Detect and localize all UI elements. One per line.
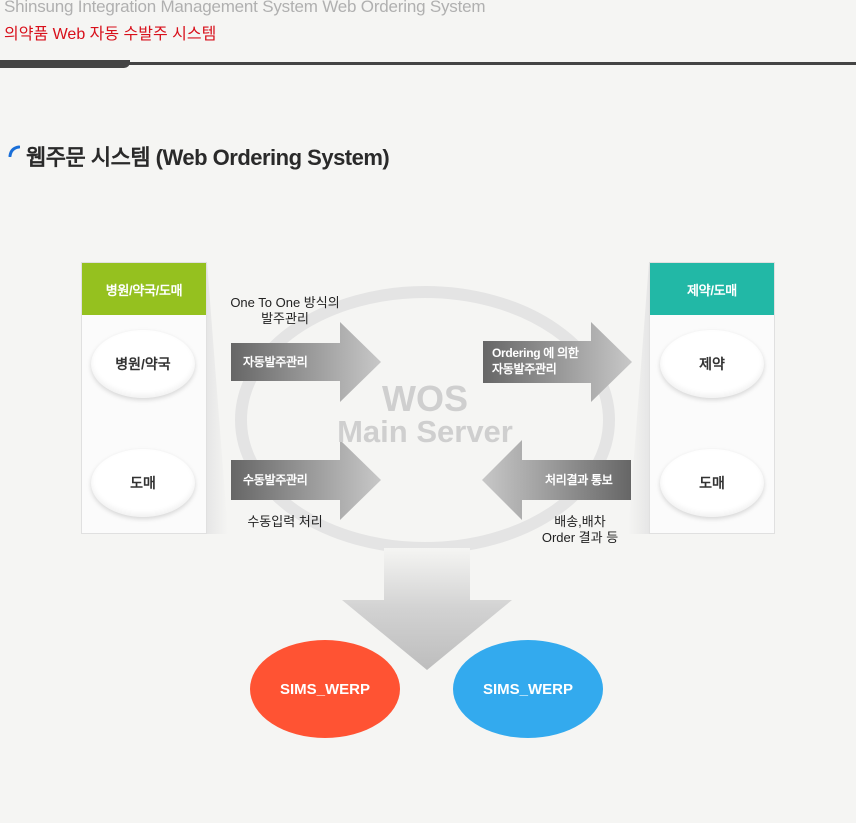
ordering-label: Ordering 에 의한 자동발주관리	[492, 345, 579, 377]
result-caption: 배송,배차 Order 결과 등	[505, 514, 655, 546]
header-divider	[0, 62, 856, 65]
left-panel-header: 병원/약국/도매	[82, 263, 206, 315]
manual-order-arrow	[231, 440, 381, 520]
auto-order-arrow	[231, 322, 381, 402]
result-caption-line2: Order 결과 등	[541, 530, 619, 545]
section-bullet-icon	[8, 145, 20, 157]
left-panel: 병원/약국/도매 병원/약국 도매	[81, 262, 207, 534]
auto-order-caption-line2: 발주관리	[261, 311, 309, 326]
auto-order-label: 자동발주관리	[243, 355, 308, 369]
node-hospital-pharmacy: 병원/약국	[91, 330, 195, 398]
manual-order-caption: 수동입력 처리	[247, 514, 323, 529]
auto-order-caption: One To One 방식의 발주관리	[210, 295, 360, 327]
manual-order-label: 수동발주관리	[243, 473, 308, 487]
ordering-label-line2: 자동발주관리	[492, 362, 557, 376]
left-panel-wedge	[207, 262, 228, 534]
result-arrow	[482, 440, 631, 520]
result-label: 처리결과 통보	[545, 473, 613, 487]
server-subtitle: Main Server	[337, 414, 513, 449]
db-sims-werp-right: SIMS_WERP	[453, 640, 603, 738]
section-title: 웹주문 시스템 (Web Ordering System)	[26, 145, 390, 170]
auto-order-caption-line1: One To One 방식의	[230, 295, 340, 310]
system-title-ko: 의약품 Web 자동 수발주 시스템	[4, 26, 217, 43]
node-wholesale-right: 도매	[660, 449, 764, 517]
node-pharma: 제약	[660, 330, 764, 398]
server-name: WOS	[382, 378, 468, 419]
right-panel-wedge	[628, 262, 649, 534]
header-tab-accent	[0, 60, 130, 68]
node-wholesale-left: 도매	[91, 449, 195, 517]
right-panel-header: 제약/도매	[650, 263, 774, 315]
result-caption-line1: 배송,배차	[554, 514, 606, 529]
down-arrow	[342, 548, 512, 670]
ordering-label-line1: Ordering 에 의한	[492, 346, 579, 360]
ordering-arrow	[483, 322, 632, 402]
right-panel: 제약/도매 제약 도매	[649, 262, 775, 534]
db-sims-werp-left: SIMS_WERP	[250, 640, 400, 738]
system-subtitle-en: Shinsung Integration Management System W…	[4, 0, 486, 16]
